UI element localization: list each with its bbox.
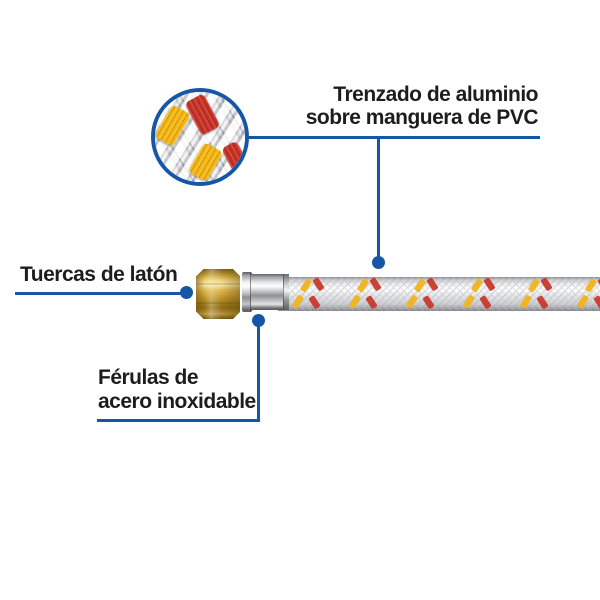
ferrule-callout-line-horizontal — [97, 419, 260, 422]
nut-callout-dot — [180, 286, 193, 299]
nut-callout-label: Tuercas de latón — [20, 263, 178, 286]
ferrule-callout-label-line1: Férulas de — [98, 366, 199, 389]
braid-magnifier-circle — [151, 88, 249, 186]
braid-yellow-strand — [187, 142, 224, 182]
braid-callout-label: Trenzado de aluminio sobre manguera de P… — [305, 83, 539, 129]
hose-braided-body — [278, 277, 600, 311]
ferrule-callout-label: Férulas de acero inoxidable — [98, 366, 256, 414]
brass-nut — [196, 269, 240, 319]
steel-ferrule — [242, 272, 289, 312]
braid-red-strand — [221, 140, 245, 175]
braid-weave-pattern — [155, 92, 245, 182]
ferrule-callout-label-line2: acero inoxidable — [98, 390, 256, 413]
ferrule-callout-dot — [252, 314, 265, 327]
ferrule-body — [251, 274, 289, 310]
ferrule-callout-line-vertical — [257, 327, 260, 421]
braid-red-strand — [184, 93, 221, 136]
braid-callout-line-vertical — [377, 138, 380, 258]
hose-color-flecks — [278, 277, 600, 311]
braid-callout-label-line2: sobre manguera de PVC — [305, 106, 539, 129]
braid-callout-label-line1: Trenzado de aluminio — [333, 83, 538, 106]
braid-callout-dot — [372, 256, 385, 269]
braid-callout-line-horizontal — [247, 136, 540, 139]
ferrule-end-ring — [283, 274, 289, 310]
nut-callout-line — [15, 292, 181, 295]
braid-yellow-strand — [155, 104, 191, 147]
